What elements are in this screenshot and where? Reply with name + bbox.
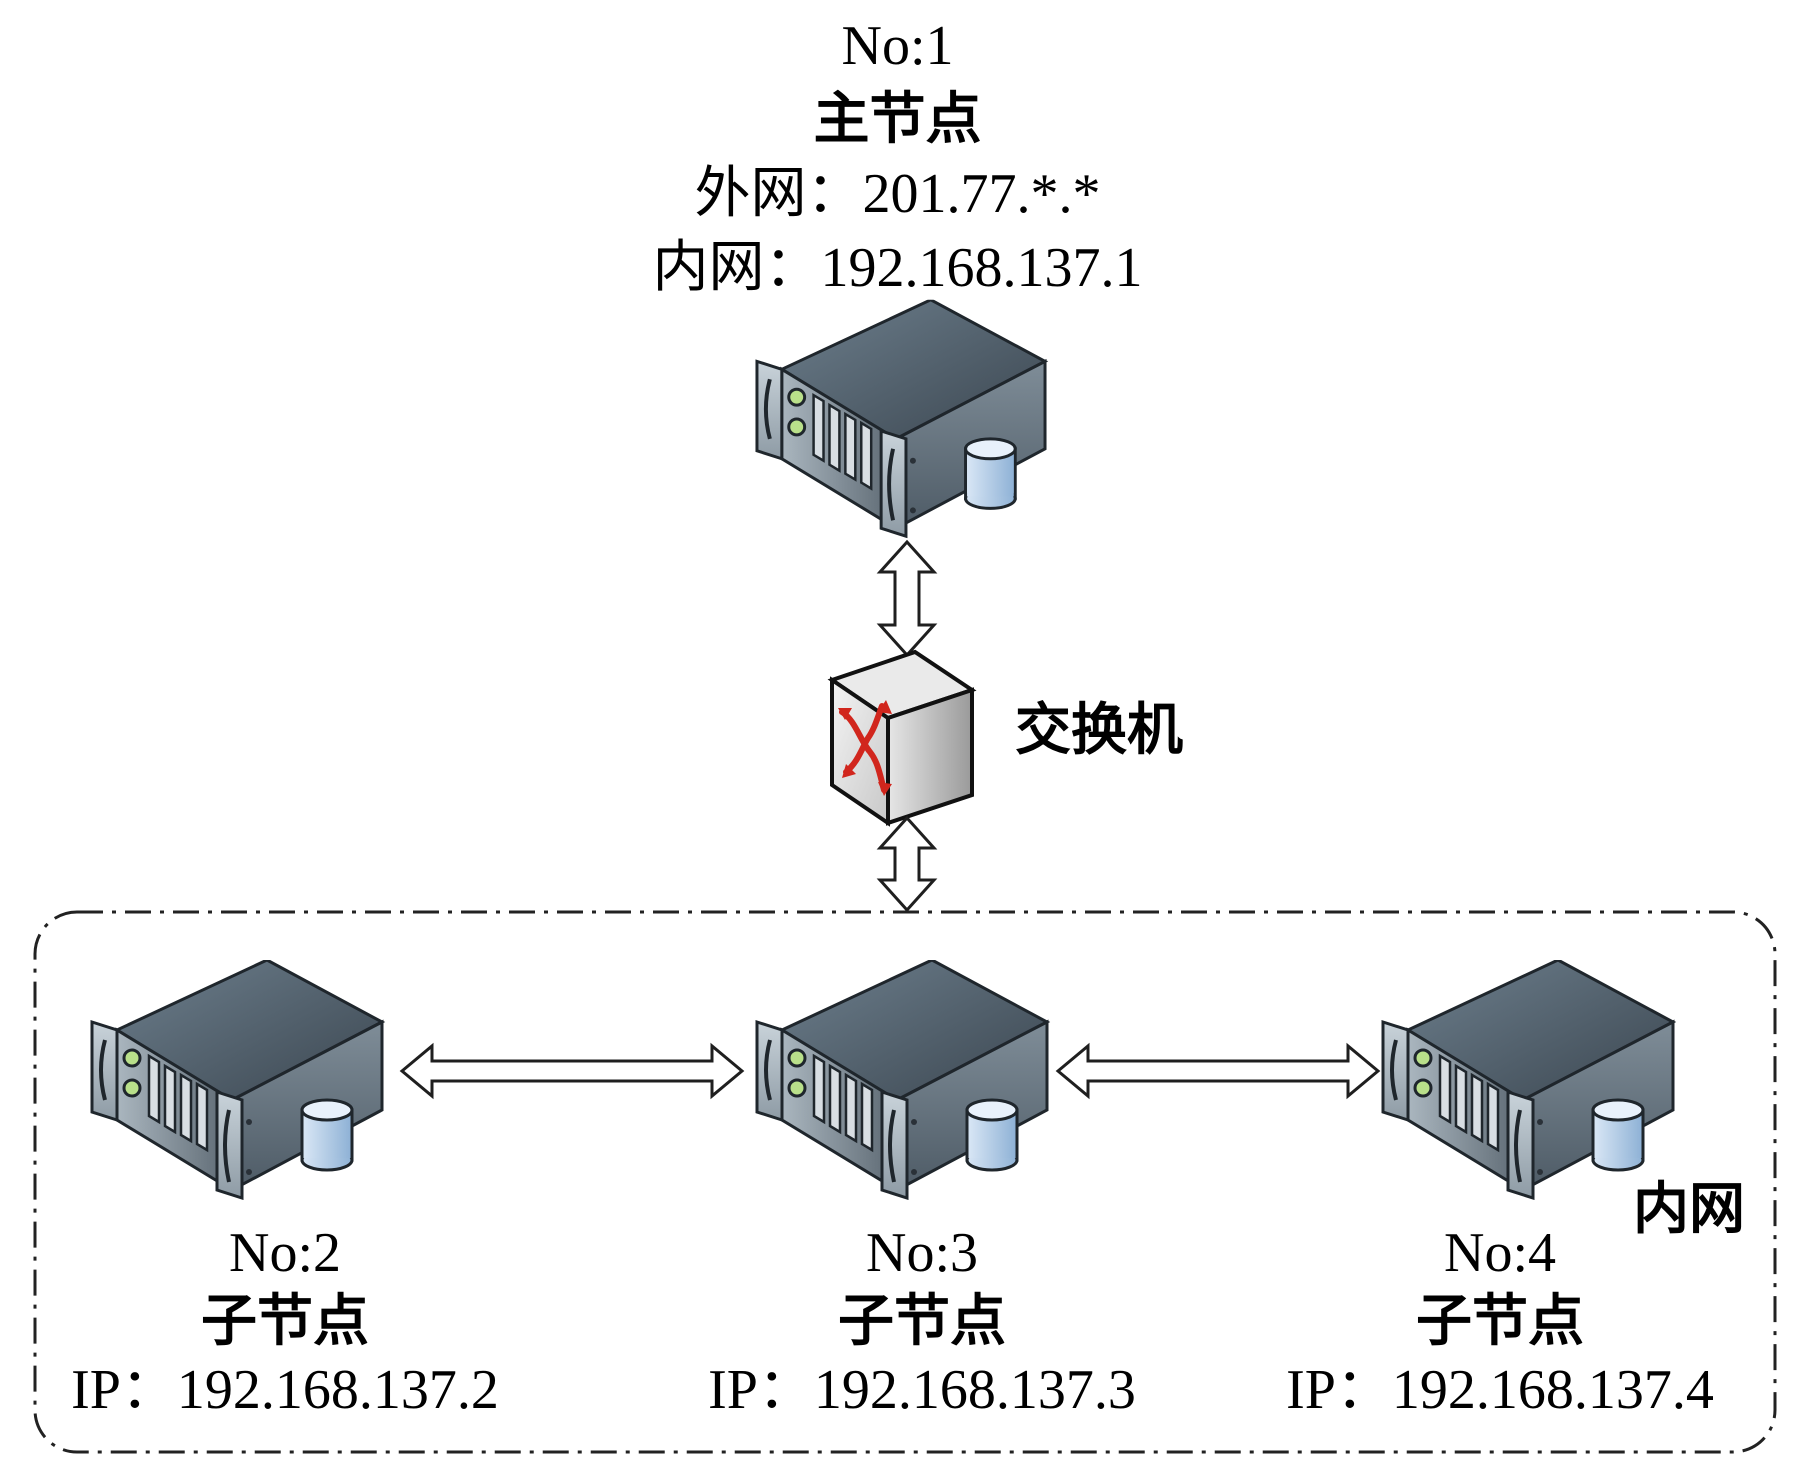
child-node-role: 子节点 [1416,1289,1584,1354]
double-arrow-icon [876,539,938,658]
switch-label: 交换机 [1015,698,1183,763]
child-node-ip: IP：192.168.137.4 [1286,1359,1714,1421]
lan-boundary [33,910,1777,1454]
child-node-role: 子节点 [201,1289,369,1354]
child-node-role: 子节点 [838,1289,1006,1354]
network-switch-icon [827,649,977,827]
child-node-number: No:4 [1444,1222,1556,1284]
double-arrow-icon [1055,1042,1381,1100]
server-icon [752,960,1052,1200]
server-icon [1378,960,1678,1200]
child-node-ip: IP：192.168.137.3 [708,1359,1136,1421]
master-node-internal-ip: 内网：192.168.137.1 [652,237,1143,299]
double-arrow-icon [399,1042,745,1100]
child-node-ip: IP：192.168.137.2 [71,1359,499,1421]
server-icon [87,960,387,1200]
master-node-external-ip: 外网：201.77.*.* [694,163,1101,225]
child-node-number: No:3 [866,1222,978,1284]
lan-label: 内网 [1633,1177,1745,1242]
master-node-number: No:1 [841,15,954,77]
master-node-role: 主节点 [813,87,982,152]
double-arrow-icon [876,815,938,913]
child-node-number: No:2 [229,1222,341,1284]
